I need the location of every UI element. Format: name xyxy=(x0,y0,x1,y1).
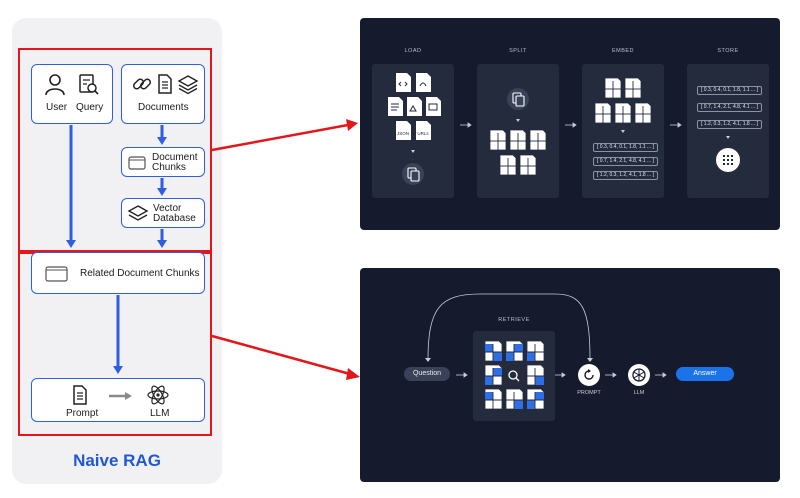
link-icon xyxy=(132,78,152,90)
json-doc-label: JSON xyxy=(397,131,409,136)
stage-title-store: STORE xyxy=(717,48,739,54)
split-chunks-grid xyxy=(489,129,547,176)
vdb-label-line2: Database xyxy=(153,213,196,224)
sheet-doc-icon xyxy=(426,97,441,116)
split-graphic xyxy=(489,88,547,176)
store-vector-3: [ 1.2, 0.3, 1.2, 4.1, 1.8 ... ] xyxy=(697,120,762,129)
stage-arrows xyxy=(460,122,682,128)
naive-rag-title: Naive RAG xyxy=(73,451,161,470)
atom-icon xyxy=(147,385,169,405)
urls-doc-label: URLs xyxy=(417,131,429,136)
indexing-frame xyxy=(18,48,212,252)
prompt-node-label: PROMPT xyxy=(577,390,601,396)
document-icon xyxy=(158,74,172,94)
store-vector-1: [ 0.3, 0.4, 0.1, 1.8, 1.1 ... ] xyxy=(697,86,762,95)
prompt-llm-node: Prompt LLM xyxy=(31,378,205,422)
query-icon xyxy=(79,74,99,95)
vector-database-node: Vector Database xyxy=(121,198,205,228)
answer-bubble: Answer xyxy=(676,367,734,381)
retrieve-graphic xyxy=(484,340,545,410)
document-chunks-node: Document Chunks xyxy=(121,147,205,177)
json-doc-icon xyxy=(396,121,411,140)
related-label: Related Document Chunks xyxy=(80,268,200,279)
embed-vector-2: [ 0.7, 1.4, 2.1, 4.8, 4.1 ... ] xyxy=(593,157,658,166)
load-documents-graphic: JSON URLs xyxy=(388,73,441,185)
user-label: User xyxy=(46,102,68,113)
search-icon xyxy=(508,370,518,380)
code-doc-icon xyxy=(396,73,411,92)
llm-node-label: LLM xyxy=(633,390,645,396)
prompt-label: Prompt xyxy=(66,408,99,419)
urls-doc-icon xyxy=(416,121,431,140)
embed-vector-1: [ 0.3, 0.4, 0.1, 1.8, 1.1 ... ] xyxy=(593,143,658,152)
stage-title-retrieve: RETRIEVE xyxy=(498,317,530,323)
prompt-node xyxy=(578,364,600,386)
arrow-right-icon xyxy=(109,392,132,400)
embed-graphic xyxy=(594,77,652,133)
user-icon xyxy=(45,74,65,96)
folder-icon xyxy=(128,156,146,170)
pdf-doc-icon xyxy=(416,73,431,92)
prompt-document-icon xyxy=(73,385,87,405)
folder-icon xyxy=(45,266,68,282)
user-query-node: User Query xyxy=(31,64,113,124)
question-bubble: Question xyxy=(404,367,450,381)
store-vector-2: [ 0.7, 1.4, 2.1, 4.8, 4.1 ... ] xyxy=(697,103,762,112)
stage-title-split: SPLIT xyxy=(509,48,527,54)
chunks-label-line1: Document xyxy=(152,152,198,163)
store-graphic xyxy=(716,136,740,172)
llm-label: LLM xyxy=(150,408,170,419)
embed-vector-3: [ 1.2, 0.3, 1.2, 4.1, 1.8 ... ] xyxy=(593,171,658,180)
documents-label: Documents xyxy=(138,102,189,113)
related-chunks-node: Related Document Chunks xyxy=(31,252,205,294)
stage-title-embed: EMBED xyxy=(611,48,635,54)
llm-aperture-icon xyxy=(632,368,646,382)
stage-title-load: LOAD xyxy=(404,48,422,54)
chunks-label-line2: Chunks xyxy=(152,162,186,173)
database-layers-icon xyxy=(127,205,149,221)
llm-node xyxy=(628,364,650,386)
documents-node: Documents xyxy=(121,64,205,124)
layers-icon xyxy=(177,75,199,95)
naive-rag-arrows xyxy=(66,125,167,374)
prompt-refresh-icon xyxy=(584,369,594,380)
query-label: Query xyxy=(76,102,104,113)
retrieval-loop-arrow xyxy=(425,293,667,378)
vdb-label-line1: Vector xyxy=(153,203,182,214)
